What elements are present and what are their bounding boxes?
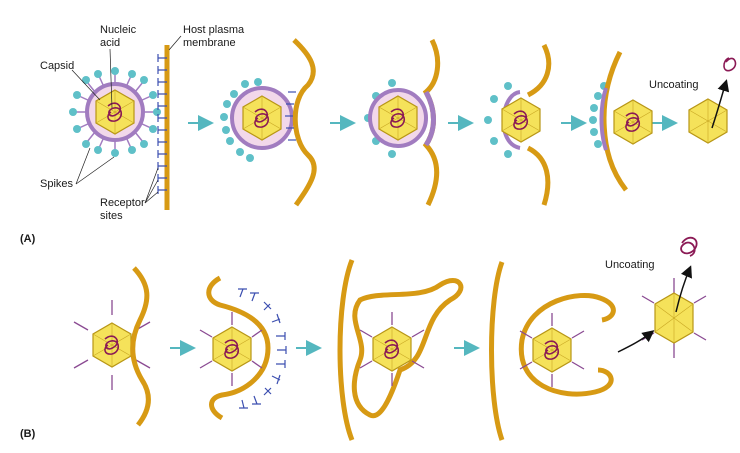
label-nucleic-acid-2: acid — [100, 37, 120, 49]
panel-b: (B) — [20, 236, 707, 441]
label-host-membrane-2: membrane — [183, 37, 236, 49]
panel-label-a: (A) — [20, 233, 36, 245]
label-receptor-1: Receptor — [100, 197, 145, 209]
enveloped-virus-stage3 — [364, 38, 441, 207]
uncoating-stage-a: Uncoating — [649, 57, 737, 144]
label-receptor-2: sites — [100, 210, 123, 222]
label-spikes: Spikes — [40, 178, 74, 190]
enveloped-virus-stage2 — [220, 38, 317, 207]
label-uncoating-a: Uncoating — [649, 79, 699, 91]
label-host-membrane-1: Host plasma — [183, 24, 245, 36]
panel-label-b: (B) — [20, 428, 36, 440]
enveloped-virus-stage4 — [484, 43, 552, 206]
enveloped-virus-stage5 — [589, 50, 653, 192]
naked-virus-stage4 — [489, 261, 616, 441]
naked-virus-stage3 — [337, 259, 464, 441]
panel-a: Nucleic acid Host plasma membrane Capsid… — [20, 24, 737, 245]
host-membrane-stage1 — [157, 45, 170, 210]
label-uncoating-b: Uncoating — [605, 259, 655, 271]
label-nucleic-acid-1: Nucleic — [100, 24, 137, 36]
label-capsid: Capsid — [40, 60, 74, 72]
labels-panel-a: Nucleic acid Host plasma membrane Capsid… — [20, 24, 245, 245]
enveloped-virus-stage1 — [69, 67, 161, 157]
naked-virus-stage1 — [73, 266, 151, 427]
naked-virus-stage2 — [199, 275, 287, 421]
uncoating-stage-b: Uncoating — [605, 236, 707, 358]
